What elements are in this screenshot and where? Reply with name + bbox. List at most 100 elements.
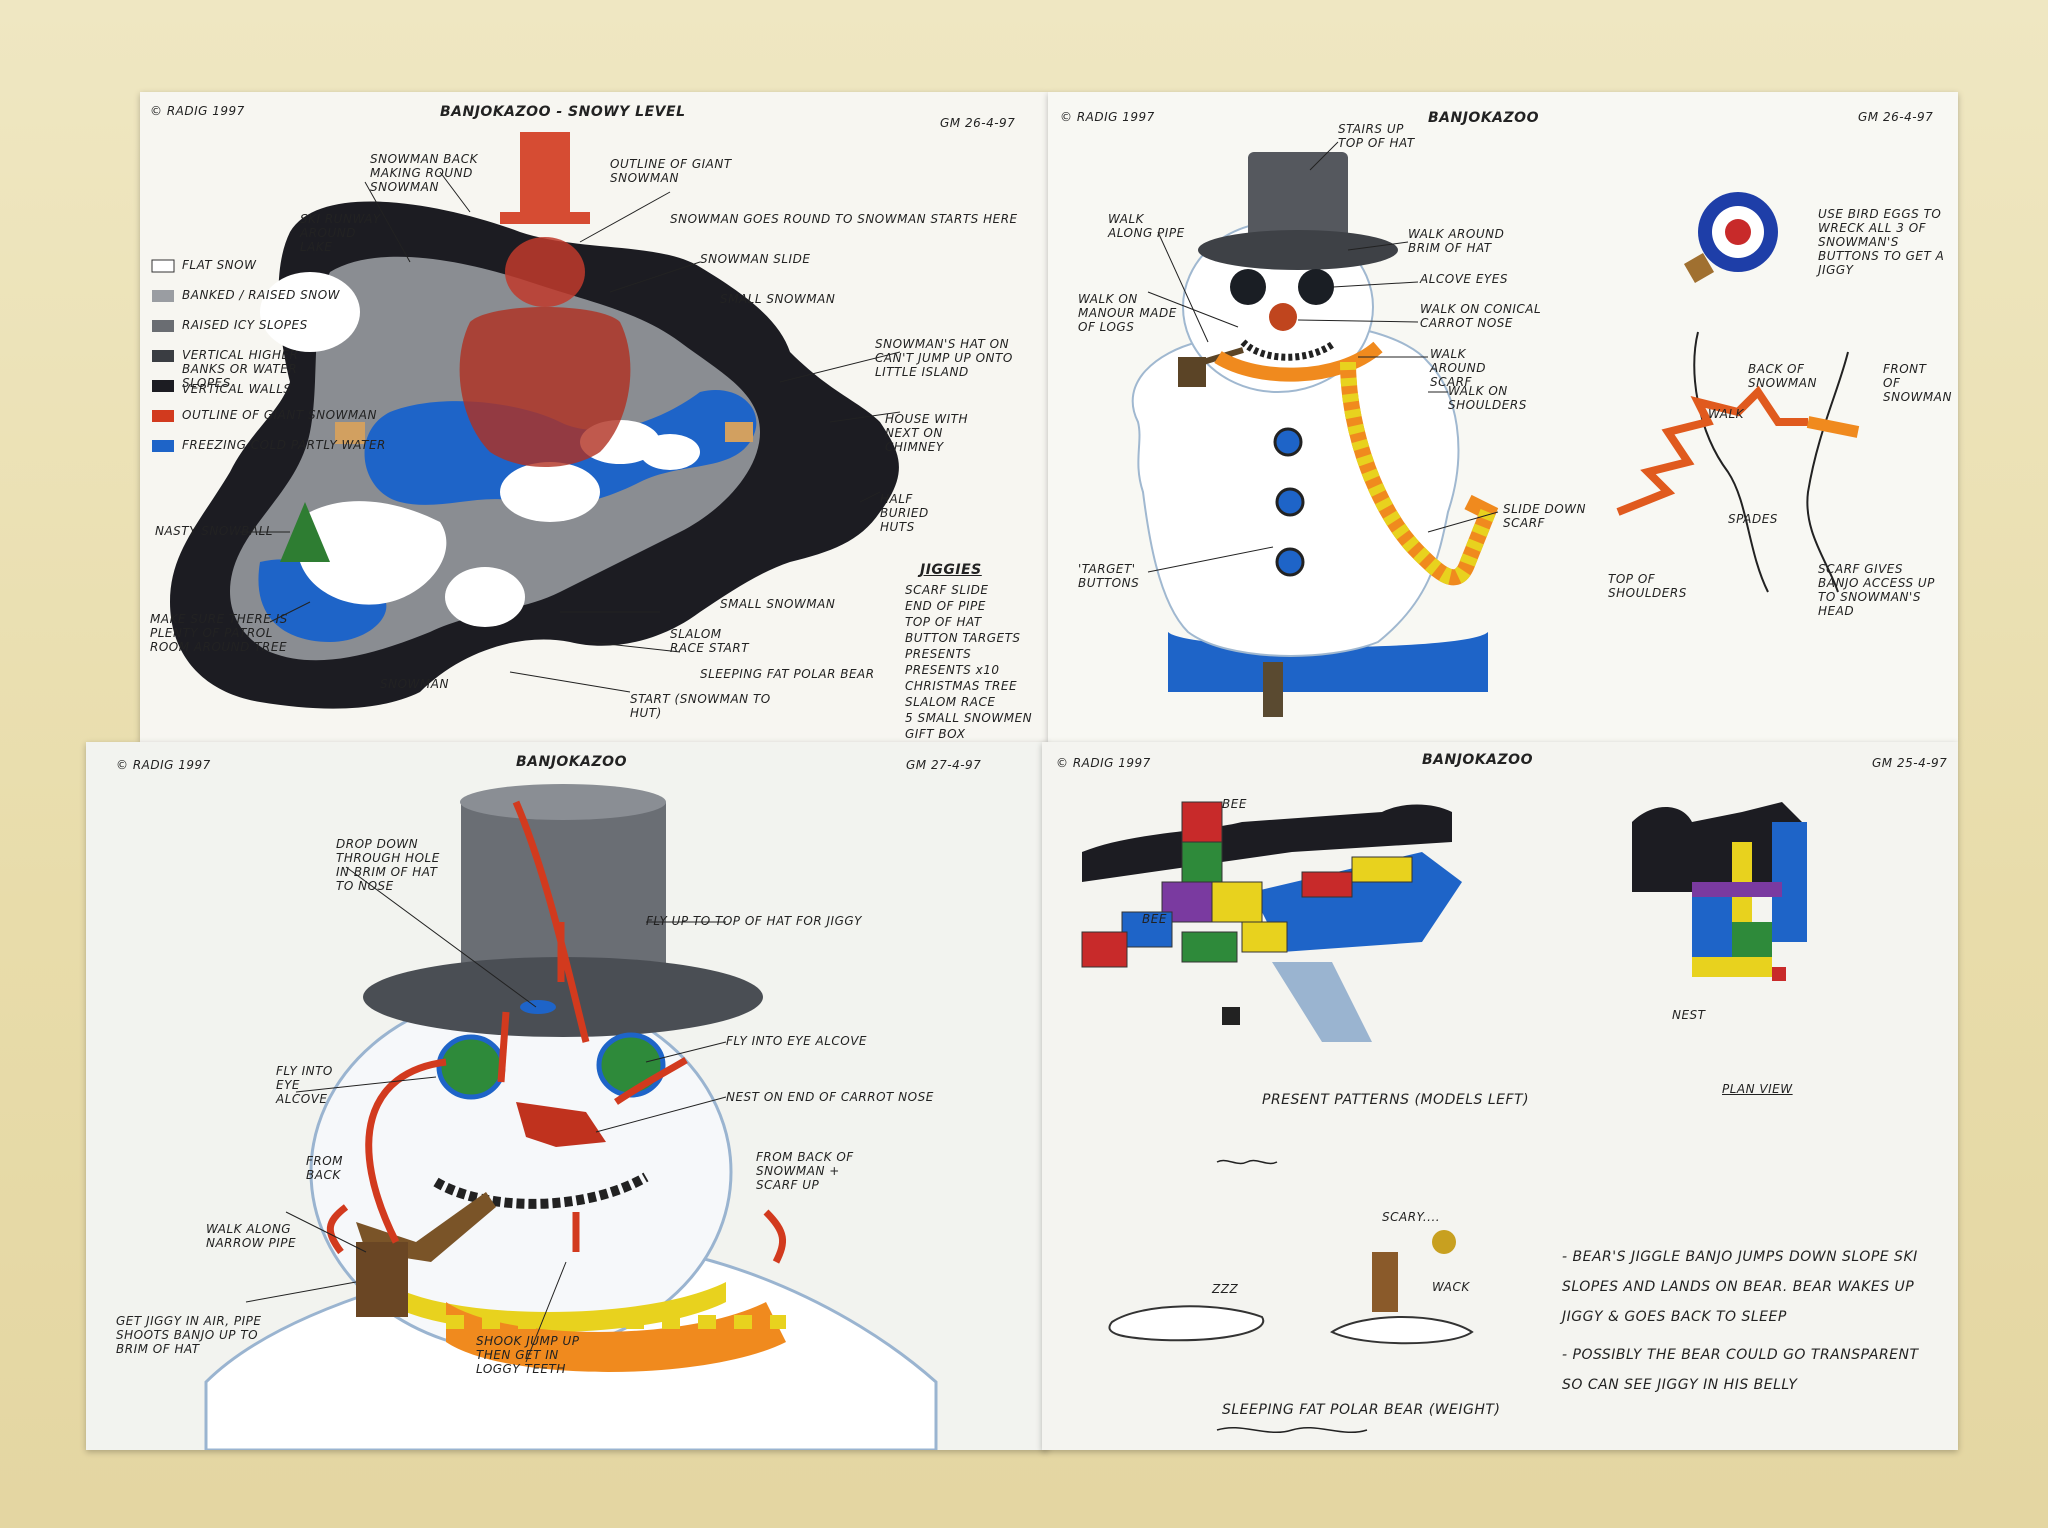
- map-label: SNOWMAN: [380, 677, 449, 691]
- bear-note: - POSSIBLY THE BEAR COULD GO TRANSPARENT…: [1562, 1347, 1919, 1393]
- signature: © RADIG 1997: [1060, 110, 1155, 124]
- eye-alcove: [436, 1034, 506, 1100]
- map-label: SMALL SNOWMAN: [720, 597, 836, 611]
- snowman-eye: [1298, 269, 1334, 305]
- legend-item: FREEZING COLD PARTLY WATER: [182, 438, 386, 452]
- snow-island: [500, 462, 600, 522]
- jiggy-item: END OF PIPE: [905, 599, 986, 613]
- sheet-snowman-front: © RADIG 1997 BANJOKAZOO GM 26-4-97 STAIR…: [1048, 92, 1958, 742]
- scarf-end: [1806, 416, 1860, 438]
- ladder: [1263, 662, 1283, 717]
- map-label: START (SNOWMAN TO HUT): [630, 692, 771, 720]
- jiggy-item: PRESENTS: [905, 647, 972, 661]
- map-label: SNOWMAN GOES ROUND TO SNOWMAN STARTS HER…: [670, 212, 1018, 226]
- head-label: FLY INTO EYE ALCOVE: [726, 1034, 868, 1048]
- sheet-title: BANJOKAZOO - SNOWY LEVEL: [440, 104, 686, 120]
- snowman-label: 'TARGET' BUTTONS: [1078, 562, 1140, 590]
- wiggle-underline: [1216, 1159, 1278, 1165]
- jiggy-item: SCARF SLIDE: [905, 583, 989, 597]
- jiggy-figure: [1432, 1230, 1456, 1254]
- map-label: MAKE SURE THERE IS PLENTY OF PATROL ROOM…: [150, 612, 288, 654]
- snowman-eye: [1230, 269, 1266, 305]
- jiggy-item: 5 SMALL SNOWMEN: [905, 711, 1033, 725]
- target-button: [1273, 427, 1303, 457]
- snowman-label: TOP OF SHOULDERS: [1608, 572, 1687, 600]
- legend-swatches: [151, 259, 175, 452]
- plan-present: [1732, 922, 1772, 957]
- map-label: SMALL SNOWMAN: [720, 292, 836, 306]
- jiggy-item: PRESENTS x10: [905, 663, 1000, 677]
- snow-island: [260, 272, 360, 352]
- sheet-title: BANJOKAZOO: [1428, 110, 1539, 126]
- plan-wall: [1632, 802, 1802, 892]
- snowman-front-outline: [1806, 351, 1849, 593]
- squashed-bear: [1330, 1316, 1474, 1345]
- map-label: SNOWMAN BACK MAKING ROUND SNOWMAN: [370, 152, 478, 194]
- small-present: [1222, 1007, 1240, 1025]
- sheet-title: BANJOKAZOO: [1422, 752, 1533, 768]
- snowman-label: ALCOVE EYES: [1420, 272, 1508, 286]
- present-stack: [1081, 801, 1413, 968]
- christmas-tree: [280, 502, 330, 562]
- snowman-label: WALK AROUND SCARF: [1430, 347, 1486, 389]
- eye-alcove: [596, 1032, 666, 1098]
- bear-label: SCARY....: [1382, 1210, 1441, 1224]
- route-arrows: [326, 800, 787, 1264]
- jiggies-list: SCARF SLIDE END OF PIPE TOP OF HAT BUTTO…: [905, 582, 1032, 742]
- head-label: DROP DOWN THROUGH HOLE IN BRIM OF HAT TO…: [336, 837, 440, 893]
- coal-mouth: [1240, 339, 1336, 361]
- top-hat-brim: [1198, 230, 1398, 270]
- sheet-snowman-head: © RADIG 1997 BANJOKAZOO GM 27-4-97 DROP …: [86, 742, 1048, 1450]
- top-hat-brim: [363, 957, 763, 1037]
- bear-label: ZZZ: [1212, 1282, 1239, 1296]
- pipe-bowl: [1178, 357, 1206, 387]
- signature: © RADIG 1997: [116, 758, 211, 772]
- snowman-back-outline: [1693, 331, 1769, 593]
- target-button: [1275, 547, 1305, 577]
- scarf-neck: [1214, 341, 1383, 382]
- snowman-label: SPADES: [1728, 512, 1778, 526]
- snowman-label: WALK ON SHOULDERS: [1448, 384, 1527, 412]
- scarf-stripes: [1340, 361, 1496, 586]
- sheet-date: GM 26-4-97: [940, 116, 1016, 130]
- snowman-label: WALK: [1708, 407, 1745, 421]
- legend-item: RAISED ICY SLOPES: [182, 318, 308, 332]
- jiggy-item: CHRISTMAS TREE: [905, 679, 1018, 693]
- legend-item: OUTLINE OF GIANT SNOWMAN: [182, 408, 377, 422]
- jiggy-item: GIFT BOX: [905, 727, 966, 741]
- snowman-label: BACK OF SNOWMAN: [1748, 362, 1817, 390]
- jiggy-item: SLALOM RACE: [905, 695, 996, 709]
- snow-island: [445, 567, 525, 627]
- head-label: FLY UP TO TOP OF HAT FOR JIGGY: [646, 914, 863, 928]
- level-map-drawing: [151, 132, 901, 709]
- presents-label: PLAN VIEW: [1722, 1082, 1793, 1096]
- plan-present: [1692, 957, 1772, 977]
- wall-strip: [1082, 804, 1452, 882]
- plan-present: [1692, 882, 1782, 897]
- legend-item: VERTICAL WALLS: [182, 382, 292, 396]
- snowman-label: USE BIRD EGGS TO WRECK ALL 3 OF SNOWMAN'…: [1818, 207, 1945, 277]
- ice-ramp: [1272, 962, 1372, 1042]
- target-button: [1275, 487, 1305, 517]
- sheet-level-map: © RADIG 1997 BANJOKAZOO - SNOWY LEVEL GM…: [140, 92, 1048, 742]
- sheet-date: GM 26-4-97: [1858, 110, 1934, 124]
- snowman-label: WALK ON CONICAL CARROT NOSE: [1420, 302, 1542, 330]
- banjo-figure: [1372, 1252, 1398, 1312]
- signature: © RADIG 1997: [150, 104, 245, 118]
- signature: © RADIG 1997: [1056, 756, 1151, 770]
- snowman-hat-brim: [500, 212, 590, 224]
- top-hat-top: [460, 784, 666, 820]
- sheet-title: BANJOKAZOO: [516, 754, 627, 770]
- head-label: NEST ON END OF CARROT NOSE: [726, 1090, 934, 1104]
- plan-present: [1692, 897, 1732, 957]
- presents-label: BEE: [1222, 797, 1247, 811]
- snowman-label: FRONT OF SNOWMAN: [1883, 362, 1952, 404]
- presents-drawing: [1081, 801, 1807, 1434]
- head-label: WALK ALONG NARROW PIPE: [206, 1222, 297, 1250]
- snow-island: [640, 434, 700, 470]
- brim-hole: [520, 1000, 556, 1014]
- target-center: [1725, 219, 1751, 245]
- sheet-date: GM 27-4-97: [906, 758, 982, 772]
- top-hat-crown: [1248, 152, 1348, 252]
- head-label: FROM BACK OF SNOWMAN + SCARF UP: [756, 1150, 854, 1192]
